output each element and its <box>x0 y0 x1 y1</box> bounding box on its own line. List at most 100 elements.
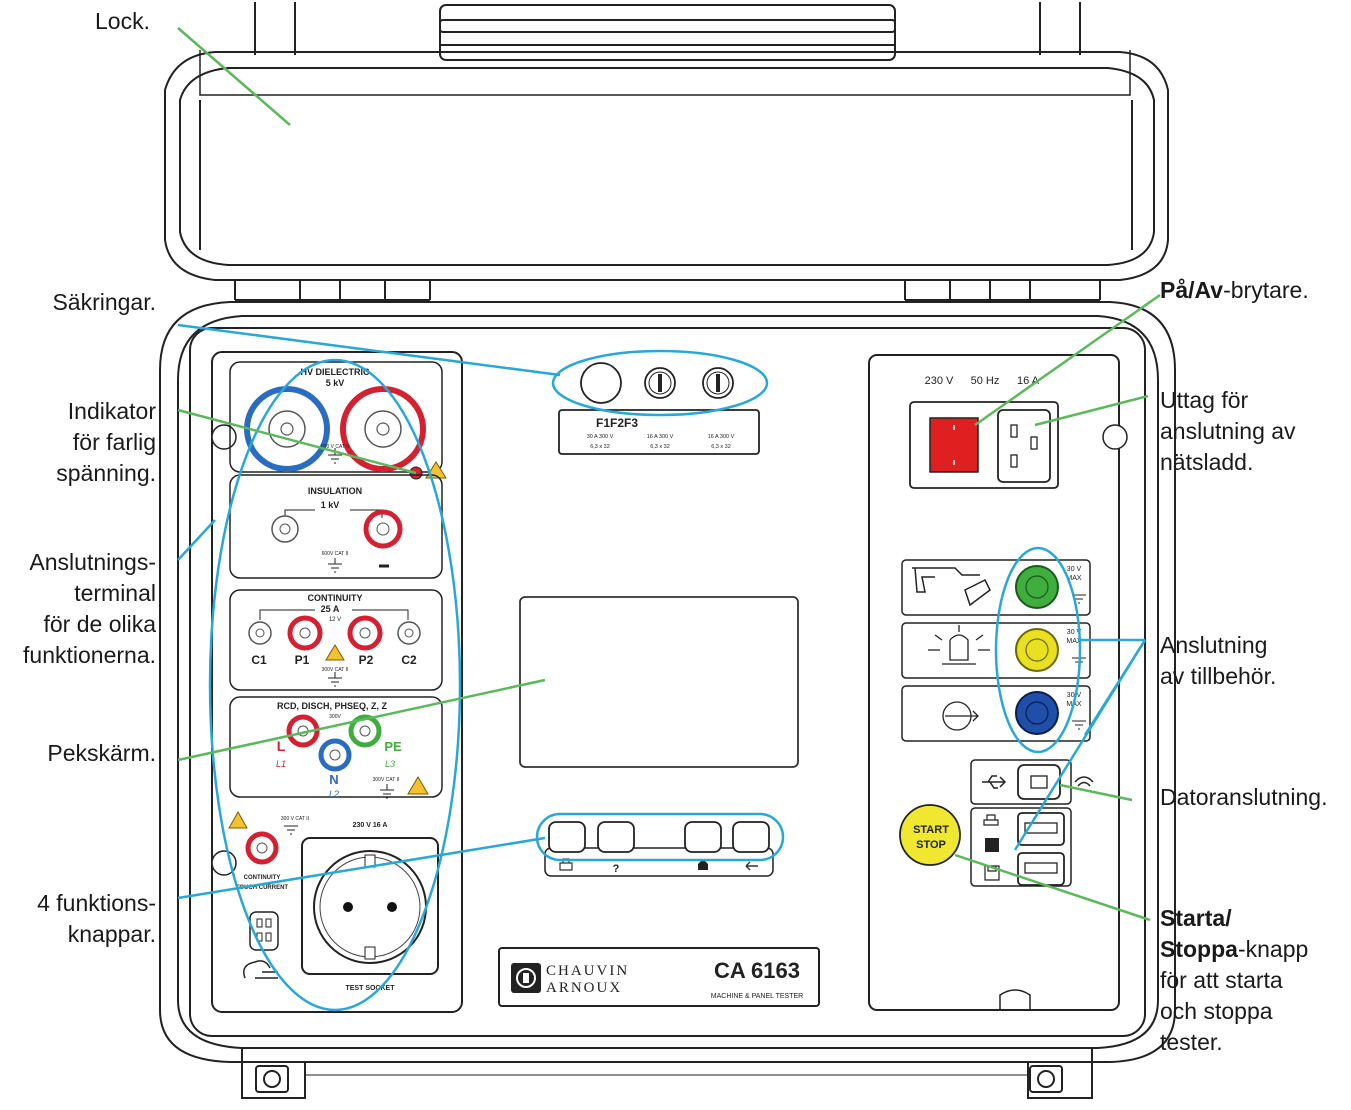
accessory-jack-blue[interactable] <box>1015 691 1059 735</box>
base <box>159 301 1176 1099</box>
warning-icon <box>228 810 248 829</box>
back-icon <box>745 861 758 871</box>
accessory-jack-yellow[interactable] <box>1015 628 1059 672</box>
model-subtitle: MACHINE & PANEL TESTER <box>711 993 803 1000</box>
touch-label-1: CONTINUITY <box>244 875 281 881</box>
hv-cat: 600 V CAT II <box>321 444 349 450</box>
insulation-terminal-plus[interactable] <box>363 509 403 549</box>
insulation-title: INSULATION <box>308 486 362 496</box>
home-icon <box>698 859 708 870</box>
l2-label: L2 <box>329 789 339 799</box>
callout-leaders-blue <box>177 323 1147 900</box>
start-label: START <box>913 824 949 836</box>
callout-leaders-green <box>177 27 1161 922</box>
function-keys: ? <box>544 821 774 877</box>
terminal-panel: HV DIELECTRIC 5 kV 600 V CAT II INSULATI… <box>211 351 463 1013</box>
c1-terminal[interactable] <box>248 621 272 645</box>
n-label: N <box>329 772 338 787</box>
fuse-rating-f1: 30 A 300 V <box>587 434 614 440</box>
touch-cat: 300 V CAT II <box>281 816 309 822</box>
insulation-terminal-minus[interactable] <box>271 515 299 543</box>
power-volt: 230 V <box>925 375 954 387</box>
accessory-rating-2: MAX <box>1066 575 1082 582</box>
brand-plate: CHAUVIN ARNOUX CA 6163 MACHINE & PANEL T… <box>498 947 820 1007</box>
usb-b-port[interactable] <box>1017 764 1061 800</box>
test-socket[interactable] <box>301 837 439 975</box>
p1-terminal[interactable] <box>287 615 323 651</box>
warning-icon <box>407 776 429 795</box>
brand-line-2: ARNOUX <box>546 980 622 996</box>
l-label: L <box>277 738 286 754</box>
label-fuses: Säkringar. <box>52 289 156 315</box>
pe-label: PE <box>384 739 402 754</box>
continuity-volt: 12 V <box>329 617 341 623</box>
rcd-cat: 300V CAT II <box>373 777 400 783</box>
function-key-3[interactable] <box>684 821 722 853</box>
touch-label-2: TOUCH CURRENT <box>236 885 289 891</box>
fuse-holder-f1[interactable] <box>580 362 622 404</box>
label-start-stop: Starta/ Stoppa-knapp för att starta och … <box>1160 905 1309 1055</box>
continuity-cat: 300V CAT II <box>322 667 349 673</box>
continuity-current: 25 A <box>321 604 340 614</box>
accessory-rating-1: 30 V <box>1067 692 1082 699</box>
fuse-area: F1F2F3 30 A 300 V 6,3 x 32 16 A 300 V 6,… <box>558 362 760 455</box>
mains-inlet[interactable] <box>997 409 1051 483</box>
c2-terminal[interactable] <box>397 621 421 645</box>
c2-label: C2 <box>401 653 417 667</box>
p2-terminal[interactable] <box>347 615 383 651</box>
usb-icon <box>982 775 1007 789</box>
stop-label: STOP <box>916 839 946 851</box>
label-power-switch: På/Av-brytare. <box>1160 277 1309 303</box>
n-terminal[interactable] <box>318 738 352 772</box>
fuse-size-f1: 6,3 x 32 <box>590 444 610 450</box>
start-stop-button[interactable] <box>899 804 961 866</box>
help-key-label: ? <box>613 863 620 875</box>
function-key-4[interactable] <box>732 821 770 853</box>
fuse-size-f3: 6,3 x 32 <box>711 444 731 450</box>
label-terminal: Anslutnings- terminal för de olika funkt… <box>23 549 156 668</box>
continuity-title: CONTINUITY <box>308 593 363 603</box>
warning-icon <box>325 644 345 661</box>
rcd-title: RCD, DISCH, PHSEQ, Z, Z <box>277 701 388 711</box>
label-screen: Pekskärm. <box>47 740 156 766</box>
label-computer: Datoranslutning. <box>1160 784 1328 810</box>
hv-title: HV DIELECTRIC <box>300 367 370 377</box>
cable-icon <box>243 960 278 979</box>
power-freq: 50 Hz <box>971 375 1000 387</box>
c1-label: C1 <box>251 653 267 667</box>
accessory-jack-green[interactable] <box>1015 565 1059 609</box>
rcd-small: 300V <box>329 714 341 720</box>
lid <box>164 2 1169 301</box>
socket-rating: 230 V 16 A <box>353 822 388 829</box>
touch-screen[interactable] <box>519 596 799 768</box>
brand-line-1: CHAUVIN <box>546 963 629 979</box>
probe-gun-icon <box>912 567 991 607</box>
model-number: CA 6163 <box>714 958 800 983</box>
p2-label: P2 <box>359 653 374 667</box>
label-danger: Indikator för farlig spänning. <box>56 398 156 486</box>
label-lock: Lock. <box>95 8 150 34</box>
usb-a-port-2[interactable] <box>1017 852 1065 886</box>
touch-current-terminal[interactable] <box>245 831 279 865</box>
hv-voltage: 5 kV <box>326 378 345 388</box>
beacon-icon <box>928 625 990 665</box>
hv-terminal-red[interactable] <box>340 386 426 472</box>
printer-icon <box>983 814 999 826</box>
function-key-1[interactable] <box>548 821 586 853</box>
function-key-2[interactable] <box>597 821 635 853</box>
fuse-title: F1F2F3 <box>596 416 638 430</box>
usb-a-port-1[interactable] <box>1017 812 1065 846</box>
label-function-keys: 4 funktions- knappar. <box>37 890 156 947</box>
wifi-icon <box>1074 776 1094 787</box>
pe-terminal[interactable] <box>348 714 382 748</box>
insulation-cat: 600V CAT II <box>322 551 349 557</box>
fuse-rating-f2: 16 A 300 V <box>647 434 674 440</box>
l1-label: L1 <box>276 759 286 769</box>
label-mains: Uttag för anslutning av nätsladd. <box>1160 387 1296 475</box>
fuse-rating-f3: 16 A 300 V <box>708 434 735 440</box>
accessory-rating-1: 30 V <box>1067 566 1082 573</box>
l-terminal[interactable] <box>286 714 320 748</box>
insulation-voltage: 1 kV <box>321 500 340 510</box>
fuse-size-f2: 6,3 x 32 <box>650 444 670 450</box>
